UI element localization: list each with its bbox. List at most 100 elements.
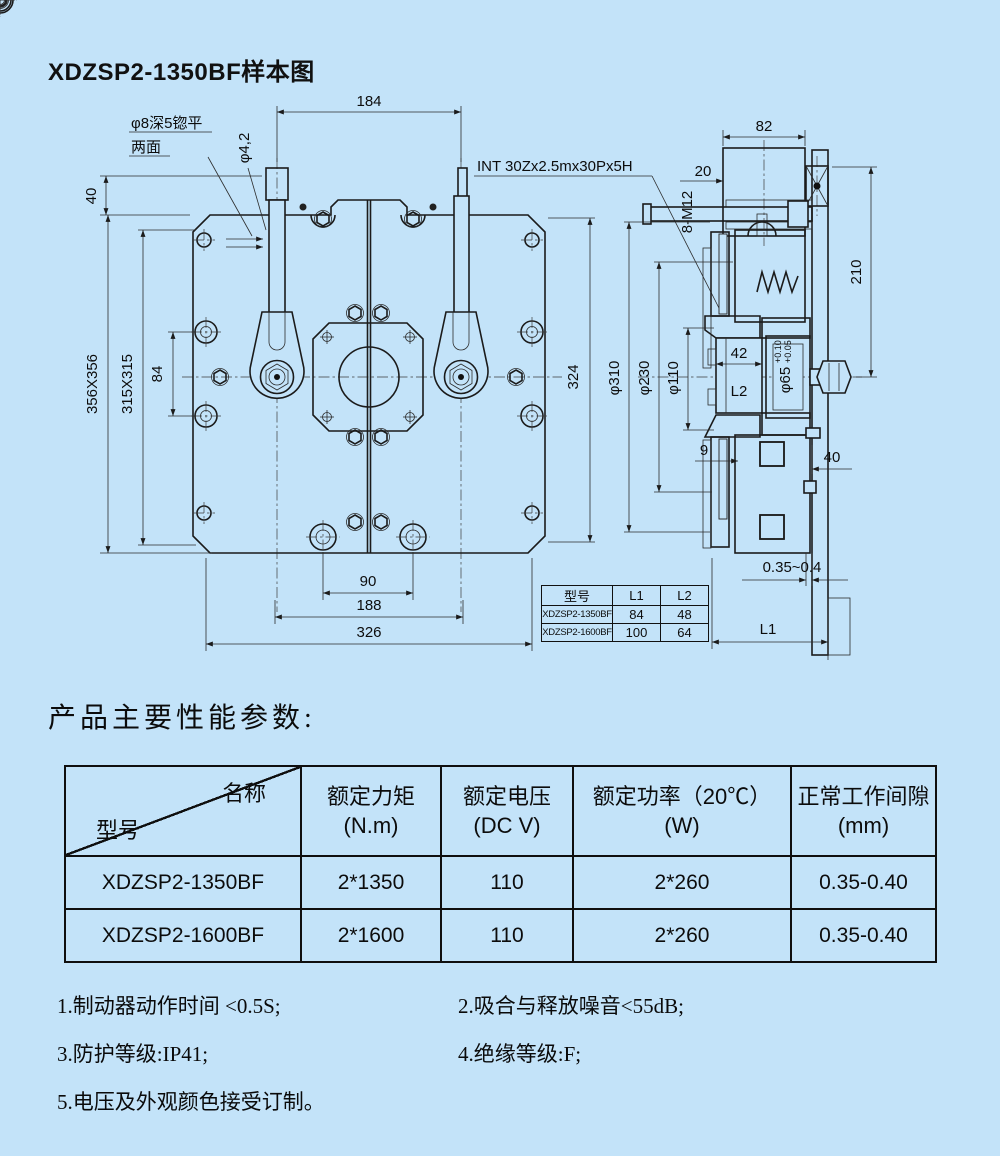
svg-text:INT 30Zx2.5mx30Px5H: INT 30Zx2.5mx30Px5H [477,158,633,175]
spec-row: XDZSP2-1600BF 2*1600 110 2*260 0.35-0.40 [64,908,937,963]
corner-label-name: 名称 [221,781,266,806]
svg-text:210: 210 [848,259,865,284]
lx-cell-model: XDZSP2-1350BF [541,605,613,624]
section-heading: 产品主要性能参数: [48,703,316,734]
dim-4-2: φ4,2 [236,133,267,231]
lx-header-l2: L2 [660,585,709,606]
spec-corner-cell: 名称 型号 [64,765,302,857]
adjust-bolt [809,360,852,394]
spec-header-power: 额定功率（20℃）(W) [572,765,792,857]
spec-row: XDZSP2-1350BF 2*1350 110 2*260 0.35-0.40 [64,855,937,910]
spec-cell-gap: 0.35-0.40 [790,908,937,963]
label-8-M12: 8-M12 [679,191,696,234]
lx-row: XDZSP2-1600BF 100 64 [541,623,709,642]
lx-header-model: 型号 [541,585,613,606]
note-1: 1.制动器动作时间 <0.5S; [57,994,281,1018]
svg-text:L1: L1 [760,621,777,638]
lx-cell-l2: 48 [660,605,709,624]
dim-188: 188 [274,597,464,624]
spec-header-gap: 正常工作间隙(mm) [790,765,937,857]
svg-text:184: 184 [356,93,381,110]
svg-text:φ4,2: φ4,2 [236,133,253,164]
svg-text:40: 40 [83,188,100,205]
svg-text:20: 20 [695,163,712,180]
mounting-flange [811,149,829,656]
stud-assembly [642,199,813,230]
spec-cell-torque: 2*1600 [300,908,442,963]
note-3: 3.防护等级:IP41; [57,1042,209,1066]
label-dia65: φ65 +0.10 +0.05 [773,340,794,393]
svg-text:188: 188 [356,597,381,614]
svg-text:0.35~0.4: 0.35~0.4 [763,559,822,576]
svg-text:9: 9 [700,442,708,459]
dim-210: 210 [832,166,877,378]
center-bore [338,346,400,408]
magnet-body-lower [702,412,821,554]
svg-text:φ310: φ310 [606,361,623,396]
release-arm-left [249,167,305,399]
dim-315: 315X315 [119,229,196,546]
lx-row: XDZSP2-1350BF 84 48 [541,605,709,624]
svg-text:356X356: 356X356 [84,354,101,414]
note-spline: INT 30Zx2.5mx30Px5H [474,158,722,313]
dim-84: 84 [149,331,196,417]
plate-bolts [0,0,548,555]
center-boss [312,322,424,432]
dim-20: 20 [680,163,723,184]
note-2: 2.吸合与释放噪音<55dB; [458,994,684,1018]
svg-text:315X315: 315X315 [119,354,136,414]
lx-cell-l2: 64 [660,623,709,642]
spec-cell-power: 2*260 [572,855,792,910]
svg-text:90: 90 [360,573,377,590]
hub [707,335,811,419]
svg-text:326: 326 [356,624,381,641]
note-5: 5.电压及外观颜色接受订制。 [57,1090,325,1114]
spring [756,268,799,295]
svg-text:φ8深5锪平: φ8深5锪平 [131,115,202,132]
spec-cell-model: XDZSP2-1350BF [64,855,302,910]
dim-gap: 0.35~0.4 [742,553,848,586]
dim-dia110: φ110 [665,327,714,431]
note-4: 4.绝缘等级:F; [458,1042,582,1066]
lx-header-l1: L1 [612,585,661,606]
spec-cell-gap: 0.35-0.40 [790,855,937,910]
front-plate [192,199,546,554]
dim-184: 184 [276,93,462,162]
flange-bolt [805,165,829,207]
dim-90: 90 [322,552,414,600]
svg-text:324: 324 [565,364,582,389]
lx-cell-model: XDZSP2-1600BF [541,623,613,642]
spec-cell-power: 2*260 [572,908,792,963]
spec-cell-voltage: 110 [440,855,574,910]
dim-40r: 40 [811,445,852,474]
dim-l1: L1 [711,558,829,660]
dim-326: 326 [205,558,533,651]
svg-text:L2: L2 [731,383,748,400]
svg-text:82: 82 [756,118,773,135]
spec-header-torque: 额定力矩(N.m) [300,765,442,857]
dim-356: 356X356 [84,215,212,554]
lx-cell-l1: 100 [612,623,661,642]
lx-cell-l1: 84 [612,605,661,624]
lx-table: 型号 L1 L2 XDZSP2-1350BF 84 48 XDZSP2-1600… [541,585,709,642]
side-view: 82 20 8-M12 210 φ110 φ230 [606,118,877,660]
svg-text:+0.05: +0.05 [783,340,793,363]
corner-label-model: 型号 [96,818,141,843]
page-title: XDZSP2-1350BF样本图 [48,59,315,86]
dim-324: 324 [548,217,595,543]
spec-cell-model: XDZSP2-1600BF [64,908,302,963]
note-hole: φ8深5锪平 两面 [129,115,263,250]
spec-cell-voltage: 110 [440,908,574,963]
spec-header-voltage: 额定电压(DC V) [440,765,574,857]
technical-drawing: 184 φ8深5锪平 两面 φ4,2 40 356X356 [0,0,877,660]
dim-82: 82 [722,118,806,146]
dim-dia310: φ310 [606,221,710,533]
svg-text:两面: 两面 [131,139,161,156]
front-view: 184 φ8深5锪平 两面 φ4,2 40 356X356 [0,0,722,651]
spec-cell-torque: 2*1350 [300,855,442,910]
svg-text:84: 84 [149,366,166,383]
svg-text:φ65: φ65 [777,367,794,393]
svg-text:40: 40 [824,449,841,466]
spec-table: 名称 型号 额定力矩(N.m) 额定电压(DC V) 额定功率（20℃）(W) … [64,765,937,963]
dim-42-l2: 42 L2 [716,345,762,400]
